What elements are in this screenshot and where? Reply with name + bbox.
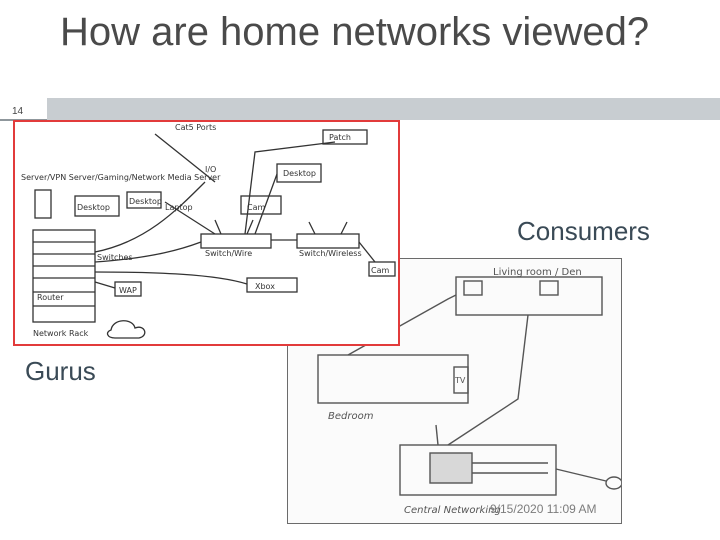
cam-box [240,195,282,215]
cam-label: Cam [371,266,389,275]
wap-label: WAP [119,286,137,295]
bedroom-label: Bedroom [328,411,374,422]
cat-ports-label: Cat5 Ports [175,123,216,132]
internet-cloud [106,320,146,339]
link-living-to-central [447,314,529,446]
switches-label: Switches [97,253,133,262]
patch-label: Patch [329,133,351,142]
server-label: Server/VPN Server/Gaming/Network Media S… [21,173,221,182]
cam-label: Cam [247,203,265,212]
patch-box [322,129,368,145]
cable [94,181,206,253]
central-networking-rack [399,444,557,496]
living-room-label: Living room / Den [493,267,582,278]
cable [94,271,248,285]
slide-title: How are home networks viewed? [60,10,650,54]
cable [94,241,202,263]
rack-shelves [33,241,95,307]
cable [94,281,116,289]
consumer-network-sketch: Living room / Den Bedroom Central Networ… [287,258,623,524]
switch-wire [200,233,272,249]
link-central-to-device [555,468,607,482]
desktop-box [276,163,322,183]
laptop-label: Laptop [165,203,193,212]
network-device-stack [429,452,473,484]
cam-box [368,261,396,277]
consumer-sketch-drawing: Living room / Den Bedroom Central Networ… [317,267,623,516]
rack-wiring [472,462,548,474]
switch-wire-label: Switch/Wire [205,249,252,258]
living-room-device [539,280,559,296]
desktop-label: Desktop [77,203,110,212]
router-label: Router [37,293,64,302]
desktop-box [74,195,120,217]
network-rack [32,229,96,323]
left-panel [0,0,47,120]
server-tower [34,189,52,219]
cable [244,141,336,235]
desktop-top-label: Desktop [283,169,316,178]
link-central-up [435,424,439,446]
switch-wireless-label: Switch/Wireless [299,249,362,258]
tv-label: TV [454,376,466,385]
cable [254,173,278,235]
cable [164,201,216,235]
desktop-label: Desktop [129,197,162,206]
desktop-box [126,191,162,209]
xbox-label: Xbox [255,282,275,291]
bedroom-furniture [317,354,469,404]
wap-box [114,281,142,297]
external-device [605,476,623,490]
central-networking-label: Central Networking [404,505,501,516]
footer-date: 9/15/2020 11:09 AM [490,502,597,516]
antennas [214,219,348,235]
network-rack-label: Network Rack [33,329,89,338]
io-label: I/O [205,165,216,174]
living-room-device [463,280,483,296]
title-rule [47,98,720,120]
living-room-furniture [455,276,603,316]
guru-network-sketch: Server/VPN Server/Gaming/Network Media S… [13,120,400,346]
cable [358,241,376,263]
gurus-label: Gurus [25,356,96,386]
consumers-label: Consumers [517,216,650,246]
slide-number: 14 [12,106,24,117]
guru-sketch-drawing: Server/VPN Server/Gaming/Network Media S… [21,123,396,339]
cable [154,133,216,183]
tv-box [453,366,469,394]
switch-wireless [296,233,360,249]
xbox-box [246,277,298,293]
